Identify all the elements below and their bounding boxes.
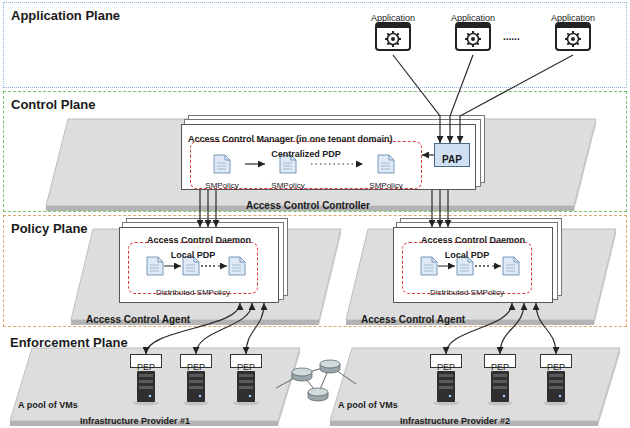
provider-platform-label: Infrastructure Provider #1: [80, 416, 190, 426]
connector-arrow: [460, 55, 573, 143]
connector-arrow: [439, 190, 440, 227]
plane-band: Control PlaneAccess Control ControllerAc…: [3, 91, 627, 212]
application-icon: Application: [361, 7, 425, 53]
manager-box: Access Control Manager (in one tenant do…: [181, 124, 476, 190]
agent-platform: Access Control Agent Access Control Daemo…: [346, 229, 616, 325]
connector-arrow: [446, 303, 512, 354]
plane-band-label: Application Plane: [11, 9, 120, 24]
connector-arrow: [500, 303, 524, 354]
plane-band-label: Enforcement Plane: [10, 336, 128, 351]
policy-document-label: SMPolicy: [271, 181, 304, 190]
pep-box-label: PEP: [547, 362, 565, 372]
connector-arrow: [246, 303, 264, 354]
daemon-box: Access Control DaemonLocal PDP Distribute…: [119, 227, 279, 303]
doc-shape: [363, 155, 409, 185]
connector-arrow: [393, 55, 440, 143]
plat-shape: [330, 348, 620, 426]
application-icon-label: Application: [371, 13, 415, 23]
connector-arrow: [245, 163, 265, 164]
local-pdp-region: Local PDP Distributed SMPolicy: [128, 242, 258, 294]
agent-platform-label: Access Control Agent: [86, 314, 190, 326]
application-icon: Application: [441, 7, 505, 53]
policy-document-label: SMPolicy: [205, 181, 238, 190]
provider-platform-label: Infrastructure Provider #2: [400, 416, 510, 426]
connector-arrow: [146, 303, 240, 354]
connector-arrow: [196, 303, 252, 354]
network-routers: [276, 360, 356, 401]
plane-band-label: Control Plane: [11, 98, 96, 113]
provider-platform-label: A pool of VMs: [338, 400, 398, 410]
controller-platform: Access Control Controller Access Control …: [46, 119, 596, 211]
pdp-region: Centralized PDPSMPolicySMPolicySMPolicy: [190, 141, 422, 189]
agent-platform-label: Access Control Agent: [361, 314, 465, 326]
daemon-box: Access Control DaemonLocal PDP Distribute…: [393, 227, 553, 303]
plane-band-label: Policy Plane: [11, 222, 88, 237]
policy-document: SMPolicy: [363, 155, 409, 185]
plane-band: Enforcement PlaneA pool of VMsInfrastruc…: [3, 330, 627, 426]
plane-band: Policy PlaneAccess Control AgentAccess C…: [3, 215, 627, 327]
application-icon: Application: [541, 7, 605, 53]
policy-document: SMPolicy: [265, 155, 311, 185]
application-icon-label: Application: [451, 13, 495, 23]
connector-arrow: [207, 190, 208, 227]
local-pdp-region-label: Local PDP: [171, 250, 216, 260]
local-pdp-region-label: Distributed SMPolicy: [156, 288, 230, 297]
doc-shape: [199, 155, 245, 185]
policy-document-label: SMPolicy: [369, 181, 402, 190]
local-pdp-region-label: Local PDP: [445, 250, 490, 260]
daemon-box-label: Access Control Daemon: [147, 235, 251, 245]
pep-box: PEP: [180, 354, 212, 368]
pep-box-label: PEP: [237, 362, 255, 372]
agent-platform: Access Control Agent Access Control Daemo…: [71, 229, 341, 325]
connector-arrow: [431, 190, 432, 227]
pap-box-label: PAP: [442, 154, 462, 166]
pep-box-label: PEP: [491, 362, 509, 372]
connector-arrow: [447, 190, 448, 227]
pep-box: PEP: [230, 354, 262, 368]
local-pdp-region: Local PDP Distributed SMPolicy: [402, 242, 532, 294]
local-pdp-region-label: Distributed SMPolicy: [430, 288, 504, 297]
pap-box: PAP: [434, 143, 470, 167]
policy-document: SMPolicy: [199, 155, 245, 185]
pep-box: PEP: [430, 354, 462, 368]
provider-platform-label: A pool of VMs: [18, 400, 78, 410]
connector-arrow: [199, 190, 200, 227]
vm-servers: [133, 371, 569, 406]
provider-platform: A pool of VMsInfrastructure Provider #2 P…: [330, 348, 620, 426]
doc-shape: [265, 155, 311, 185]
ellipsis-label: ......: [503, 31, 520, 43]
plane-band: Application Plane Application Application A…: [3, 2, 627, 88]
application-icon-label: Application: [551, 13, 595, 23]
connector-arrow: [311, 163, 363, 164]
pep-box: PEP: [484, 354, 516, 368]
pep-box: PEP: [130, 354, 162, 368]
pep-box-label: PEP: [187, 362, 205, 372]
connector-arrow: [450, 55, 473, 143]
pdp-region-label: Centralized PDP: [271, 149, 341, 159]
connector-arrow: [215, 190, 216, 227]
connector-arrow: [422, 154, 434, 155]
daemon-box-label: Access Control Daemon: [421, 235, 525, 245]
pep-box-label: PEP: [137, 362, 155, 372]
pep-box: PEP: [540, 354, 572, 368]
connector-arrow: [536, 303, 556, 354]
manager-box-label: Access Control Manager (in one tenant do…: [188, 134, 393, 144]
pep-box-label: PEP: [437, 362, 455, 372]
controller-platform-label: Access Control Controller: [246, 200, 370, 212]
